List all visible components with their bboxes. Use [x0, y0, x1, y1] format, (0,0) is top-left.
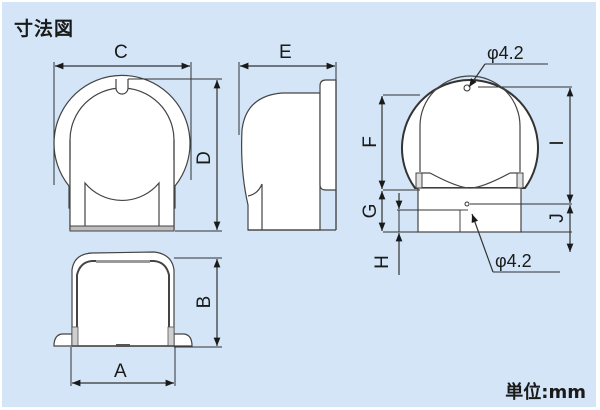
rear-view-cutout [429, 172, 511, 189]
side-view-body [241, 92, 321, 231]
front-view-foot [69, 225, 175, 232]
dimension-label-j: J [547, 213, 568, 223]
dimension-label-h: H [372, 255, 393, 269]
rear-view: F G H I J φ4.2 φ4.2 [360, 43, 574, 275]
rear-view-inner-arch [419, 75, 521, 172]
rear-view-bottom-notch [459, 209, 468, 232]
top-hole [463, 84, 471, 92]
diagram-title: 寸法図 [14, 18, 75, 40]
bottom-view-flange [53, 333, 193, 347]
bottom-hole-diameter-label: φ4.2 [495, 251, 532, 271]
bottom-view-body [71, 251, 175, 347]
top-hole-diameter-label: φ4.2 [487, 43, 524, 63]
front-view-notch [115, 79, 129, 95]
dimension-label-f: F [360, 136, 381, 148]
front-view-cutout [84, 181, 160, 230]
front-view-base [70, 160, 174, 230]
dimension-label-d: D [194, 151, 215, 165]
dimension-label-g: G [360, 204, 381, 219]
side-view-flange [319, 79, 337, 230]
dimension-label-i: I [547, 140, 568, 145]
front-view: C D [53, 42, 222, 232]
rear-view-outer-ring [401, 79, 539, 189]
dimension-label-e: E [279, 42, 292, 63]
side-view: E [238, 42, 337, 231]
bottom-hole [464, 201, 470, 207]
dimension-label-b: B [194, 296, 215, 309]
bottom-view: B A [53, 251, 222, 387]
dimension-label-c: C [114, 42, 128, 63]
unit-label: 単位:mm [505, 382, 586, 403]
dimension-label-a: A [114, 361, 127, 382]
